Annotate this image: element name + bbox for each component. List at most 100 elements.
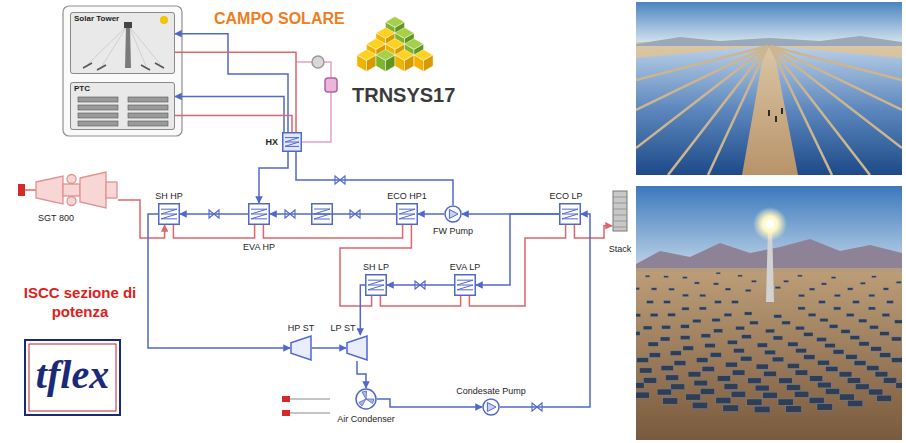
economizer-symbol	[559, 203, 581, 225]
solar-tower-photo	[636, 186, 902, 440]
heliostat-field	[639, 368, 651, 373]
generator-symbol	[282, 410, 290, 416]
economizer-symbol	[560, 204, 581, 225]
air-condenser-symbol	[362, 391, 367, 399]
heliostat-field	[701, 334, 710, 338]
heliostat-field	[834, 307, 841, 310]
component-label: EVA HP	[243, 242, 275, 252]
parabolic-trough-photo	[773, 46, 902, 175]
parabolic-trough-photo	[770, 46, 902, 80]
heliostat-field	[724, 384, 738, 390]
economizer-symbol	[397, 204, 418, 225]
heliostat-field	[736, 326, 745, 330]
feedwater-pump-symbol	[444, 205, 462, 223]
heliostat-field	[716, 272, 720, 274]
heliostat-field	[787, 385, 801, 391]
steam-turbine-symbol	[290, 335, 312, 361]
heliostat-field	[826, 366, 838, 371]
condensate-pump-symbol	[483, 399, 499, 415]
heliostat-field	[651, 288, 656, 290]
heliostat-field	[847, 400, 862, 406]
heliostat-field	[755, 385, 769, 391]
heliostat-field	[636, 392, 649, 398]
heliostat-field	[643, 326, 652, 330]
water-steam-pipe	[377, 399, 482, 407]
heliostat-field	[810, 376, 823, 381]
heliostat-field	[738, 275, 742, 277]
stack-symbol	[612, 190, 628, 232]
heliostat-field	[896, 383, 902, 389]
heliostat-field	[663, 398, 678, 404]
economizer-symbol	[396, 203, 418, 225]
heliostat-field	[636, 331, 640, 335]
air-condenser: Air Condenser	[355, 388, 377, 410]
evaporator-symbol	[248, 203, 270, 225]
trnsys-cubes	[386, 55, 396, 72]
heliostat-field	[796, 348, 807, 352]
heliostat-field	[799, 294, 805, 297]
storage-loop	[296, 61, 312, 63]
valve-symbol	[209, 176, 542, 411]
software-logo-text: TRNSYS17	[352, 84, 455, 107]
evaporator-symbol	[457, 280, 473, 290]
heliostat-field	[847, 378, 860, 384]
flue-gas-pipe	[175, 116, 292, 132]
heliostat-field	[871, 347, 882, 351]
solar-tower-sketch	[129, 26, 160, 64]
solar-tower-panel: Solar Tower	[70, 12, 175, 74]
storage-loop	[325, 78, 337, 92]
water-steam-pipe	[360, 285, 365, 335]
trough-sketch	[128, 105, 168, 110]
generator-symbol	[282, 396, 330, 416]
flue-gas-pipe	[574, 225, 612, 238]
water-steam-pipe	[387, 284, 454, 286]
heliostat-field	[732, 370, 745, 375]
heliostat-field	[841, 330, 850, 334]
heliostat-field	[875, 372, 888, 377]
heliostat-field	[883, 288, 888, 290]
heat-exchanger-symbol	[285, 138, 299, 147]
gas-turbine-symbol	[67, 197, 76, 206]
heliostat-field	[712, 318, 720, 321]
solar-tower-sketch	[124, 22, 132, 28]
evaporator: EVA HP	[248, 203, 270, 225]
superheater-symbol	[161, 209, 177, 219]
superheater-symbol	[159, 204, 180, 225]
parabolic-trough-photo	[770, 46, 870, 175]
heliostat-field	[809, 397, 824, 403]
heliostat-field	[725, 288, 730, 290]
heliostat-field	[747, 399, 762, 405]
air-condenser-symbol	[355, 388, 377, 410]
tflex-logo-frame	[25, 340, 120, 415]
parabolic-trough-photo	[636, 42, 902, 175]
heliostat-field	[742, 335, 752, 339]
heliostat-field	[731, 391, 745, 397]
component-label: HP ST	[288, 323, 314, 333]
trnsys-cubes	[424, 55, 434, 72]
heliostat-field	[846, 355, 857, 360]
heliostat-field	[748, 378, 761, 384]
evaporator-symbol	[251, 209, 267, 219]
parabolic-trough-photo	[668, 46, 768, 175]
storage-loop	[312, 56, 324, 68]
heliostat-field	[869, 389, 883, 395]
steam-turbine-symbol	[291, 336, 311, 360]
parabolic-trough-photo	[775, 116, 777, 122]
heliostat-field	[867, 366, 879, 371]
heliostat-field	[647, 301, 654, 304]
heliostat-field	[825, 388, 839, 394]
superheater-symbol	[158, 203, 180, 225]
evaporator-symbol	[249, 204, 270, 225]
stack-symbol	[613, 221, 627, 222]
stack-symbol	[613, 191, 627, 231]
heliostat-field	[643, 378, 656, 384]
stack: Stack	[612, 190, 628, 232]
heliostat-field	[860, 282, 865, 284]
heliostat-field	[846, 313, 854, 316]
trough-sketch	[78, 113, 118, 118]
heliostat-field	[683, 346, 694, 350]
heliostat-field	[734, 348, 745, 352]
heliostat-field	[880, 332, 889, 336]
flue-gas-pipe	[118, 200, 165, 238]
